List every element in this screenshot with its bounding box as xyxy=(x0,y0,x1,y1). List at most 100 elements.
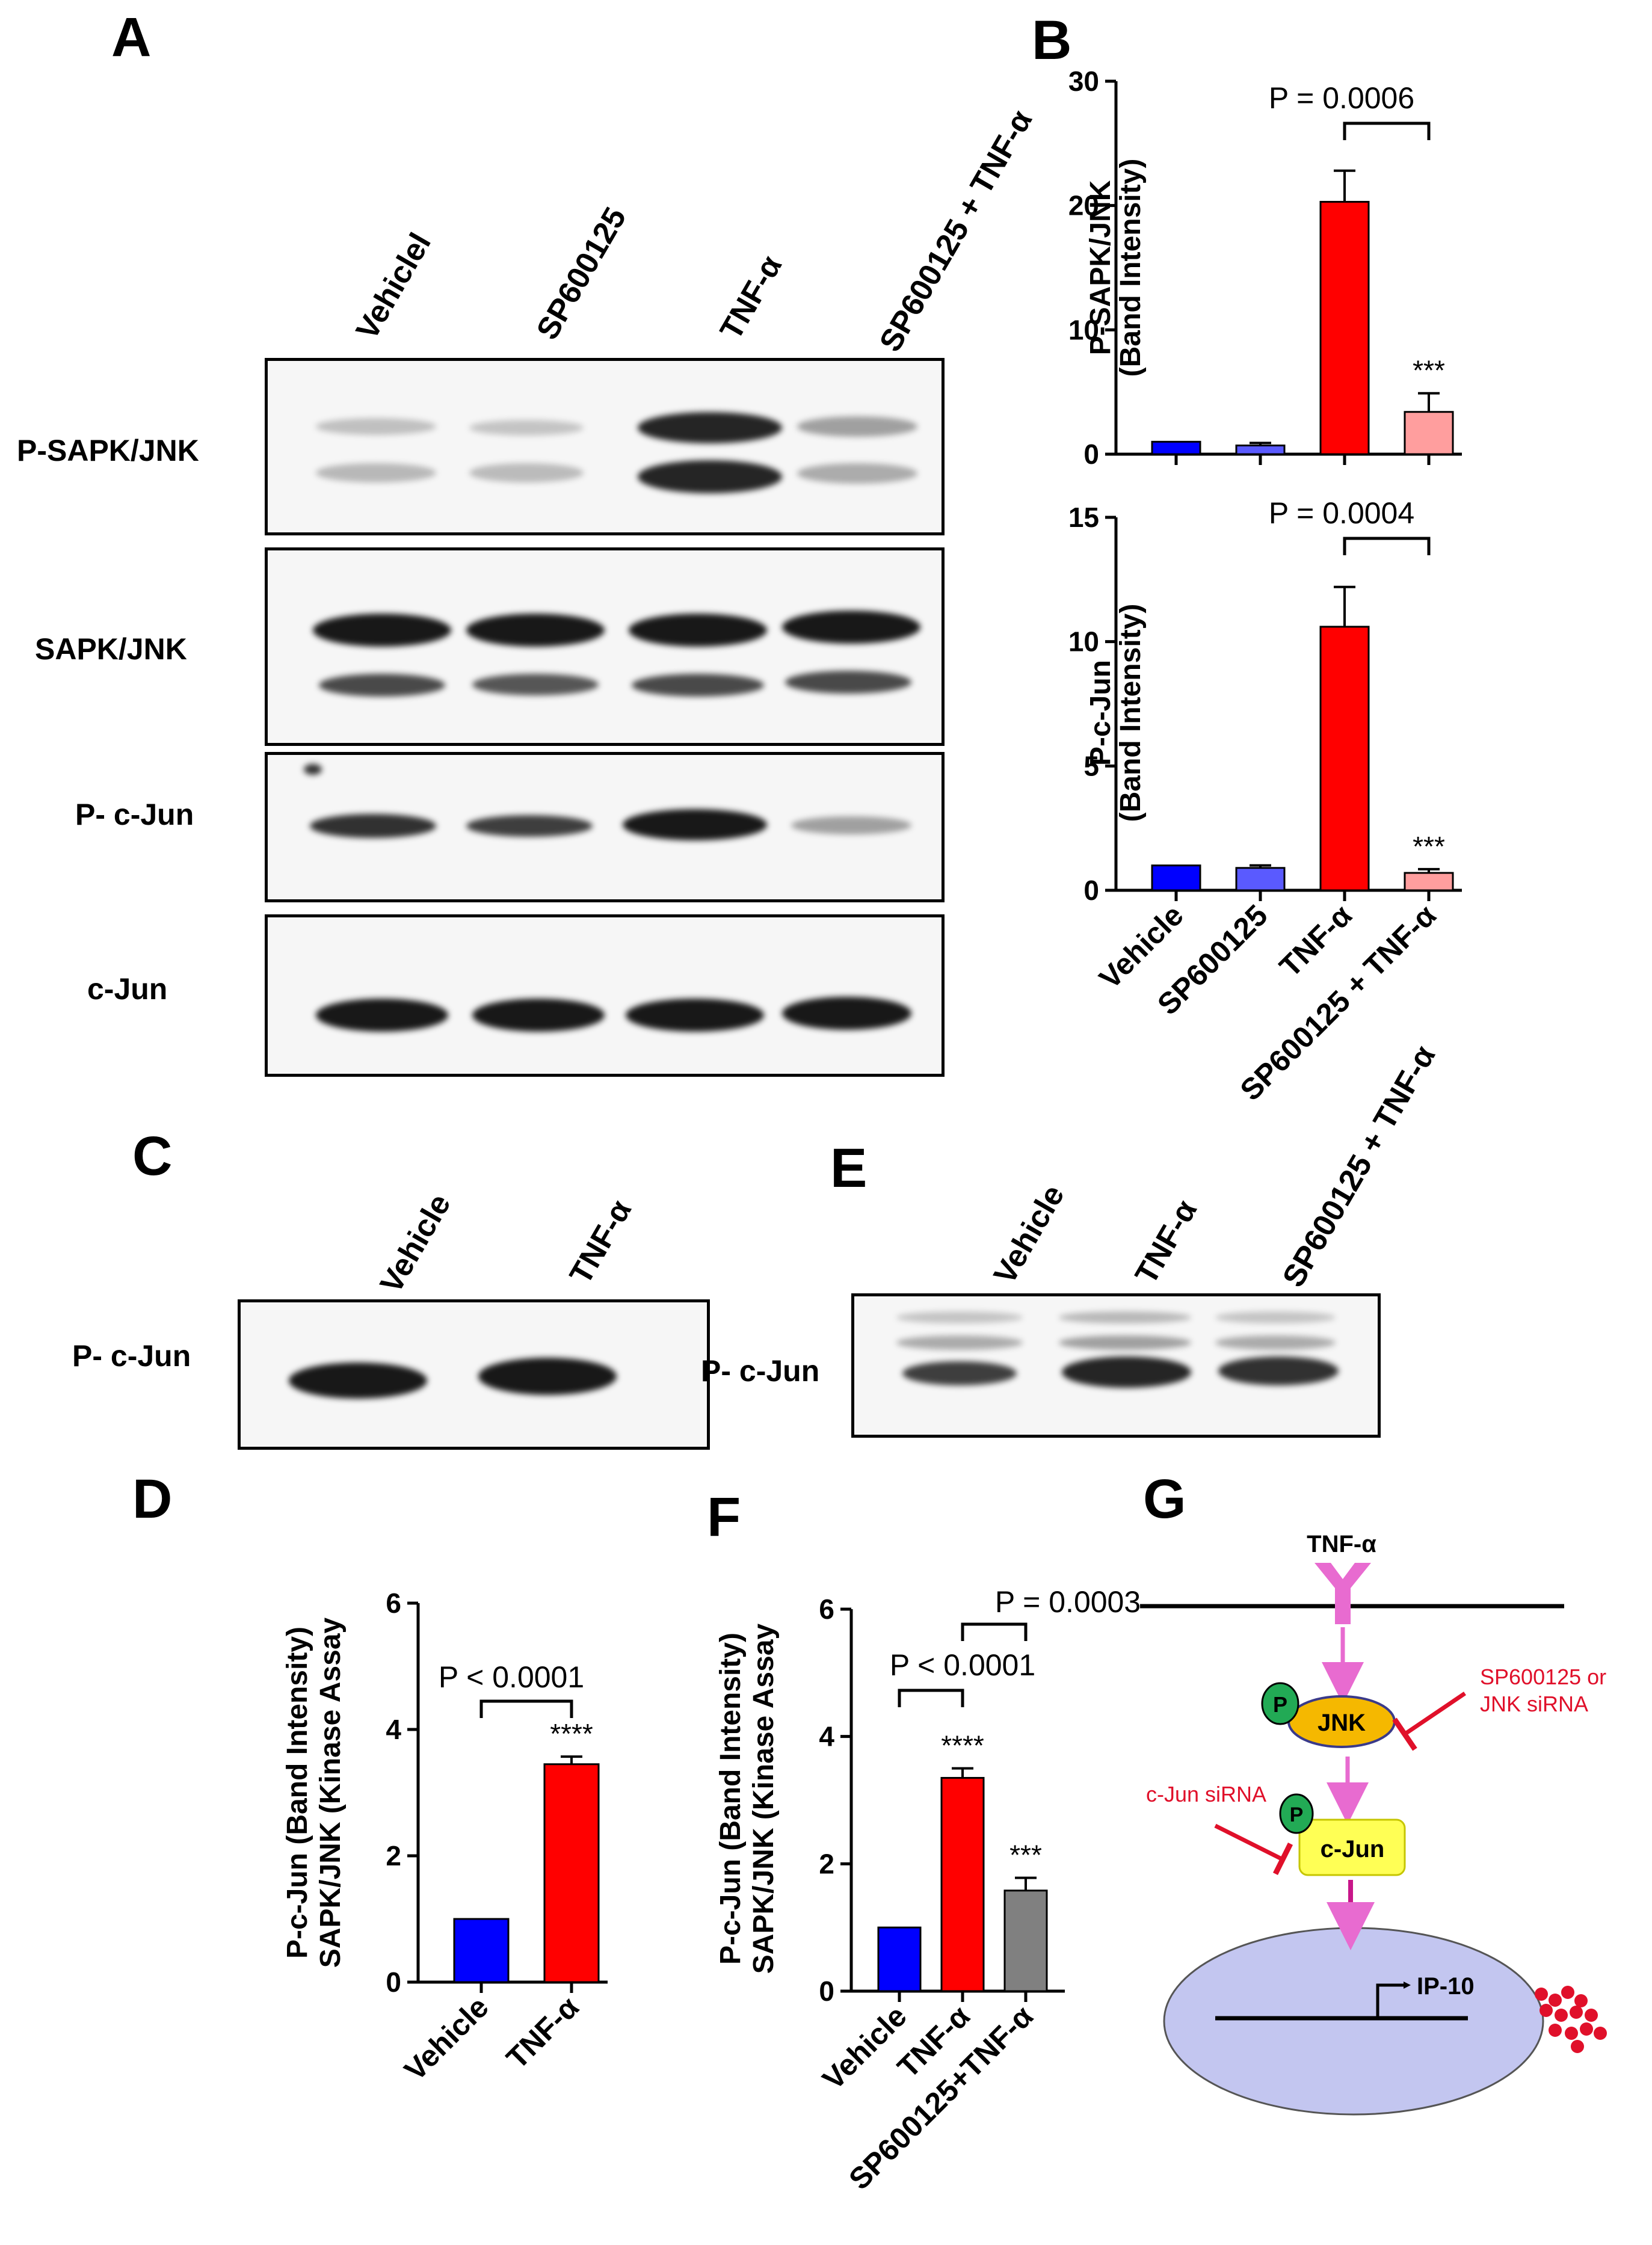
y-axis-label: P-c-Jun (Band Intensity) xyxy=(715,1633,747,1965)
inhibitor-bar-cjun xyxy=(1272,1842,1293,1876)
significance-bracket xyxy=(1343,537,1431,555)
y-tick-label: 2 xyxy=(819,1848,834,1879)
band xyxy=(638,460,782,493)
panel-letter-e: E xyxy=(830,1138,868,1199)
gene-label: IP-10 xyxy=(1417,1973,1475,2000)
y-axis-label: (Band Intensity) xyxy=(1115,604,1147,822)
band xyxy=(623,809,767,840)
secreted-dot xyxy=(1574,1994,1588,2007)
phospho-icon xyxy=(1261,1682,1299,1725)
band xyxy=(316,418,436,435)
band xyxy=(626,999,764,1032)
band xyxy=(472,999,605,1032)
blot-label: c-Jun xyxy=(87,972,168,1006)
phospho-icon xyxy=(1279,1793,1314,1834)
secreted-dot xyxy=(1585,2009,1598,2022)
blot-p-sapk-jnk xyxy=(265,358,945,535)
jnk-label: JNK xyxy=(1318,1710,1366,1736)
p-value-label: P = 0.0003 xyxy=(995,1585,1141,1619)
y-tick-label: 5 xyxy=(1083,750,1099,781)
band xyxy=(896,1335,1023,1350)
significance-stars: **** xyxy=(941,1730,984,1761)
transcription-start-arrow xyxy=(1376,1982,1411,2016)
band xyxy=(466,614,605,647)
inhibitor-label-jnk: SP600125 or xyxy=(1480,1665,1606,1689)
significance-bracket xyxy=(1343,122,1431,140)
band xyxy=(797,416,917,437)
significance-stars: *** xyxy=(1413,831,1445,862)
y-tick-label: 15 xyxy=(1068,502,1099,533)
y-tick-label: 6 xyxy=(819,1594,834,1625)
receptor-icon xyxy=(1315,1563,1371,1600)
secreted-dot xyxy=(1549,2024,1562,2037)
bar xyxy=(877,1926,922,1992)
bar xyxy=(1319,200,1370,455)
inhibitor-label-jnk-line2: JNK siRNA xyxy=(1480,1692,1588,1716)
secreted-dot xyxy=(1570,2006,1583,2019)
blot-sapk-jnk xyxy=(265,547,945,746)
band xyxy=(478,1358,617,1395)
significance-stars: *** xyxy=(1009,1840,1042,1871)
significance-bracket xyxy=(961,1622,1028,1641)
cjun-label: c-Jun xyxy=(1321,1836,1385,1862)
y-axis-label: SAPK/JNK (Kinase Assay xyxy=(748,1623,780,1974)
y-tick-label: 30 xyxy=(1068,66,1099,97)
y-tick-label: 6 xyxy=(386,1588,401,1619)
y-axis-label: P-c-Jun xyxy=(1085,660,1117,766)
y-tick-label: 10 xyxy=(1068,314,1099,345)
blot-label: P- c-Jun xyxy=(75,798,194,831)
secreted-dot xyxy=(1594,2027,1607,2040)
band xyxy=(1218,1357,1339,1385)
p-value-label: P = 0.0004 xyxy=(1269,496,1414,530)
band xyxy=(304,764,322,775)
band xyxy=(785,671,911,694)
band xyxy=(469,420,584,436)
y-tick-label: 0 xyxy=(819,1976,834,2007)
secreted-dot xyxy=(1580,2022,1593,2036)
blot-label: P- c-Jun xyxy=(701,1354,820,1388)
band xyxy=(1062,1357,1191,1388)
p-value-label: P < 0.0001 xyxy=(439,1660,584,1694)
significance-bracket xyxy=(479,1699,573,1718)
inhibitor-line-jnk xyxy=(1404,1692,1466,1735)
band xyxy=(472,674,599,695)
band xyxy=(313,614,451,647)
band xyxy=(319,674,445,697)
tnf-alpha-label: TNF-α xyxy=(1307,1531,1376,1557)
bar xyxy=(453,1918,510,1983)
band xyxy=(1059,1335,1191,1350)
bar xyxy=(1151,864,1201,892)
y-tick-label: 10 xyxy=(1068,626,1099,657)
y-tick-label: 0 xyxy=(1083,439,1099,470)
significance-stars: *** xyxy=(1413,355,1445,386)
y-tick-label: 2 xyxy=(386,1840,401,1871)
y-axis-label: (Band Intensity) xyxy=(1115,159,1147,377)
panel-letter-d: D xyxy=(132,1468,173,1530)
secreted-dot xyxy=(1565,2027,1578,2040)
band xyxy=(1215,1335,1336,1350)
panel-letter-c: C xyxy=(132,1126,173,1187)
secreted-dot xyxy=(1555,2009,1568,2022)
blot-label: SAPK/JNK xyxy=(35,632,187,666)
blot-panel-c xyxy=(238,1299,710,1450)
band xyxy=(289,1363,427,1399)
inhibitor-line-cjun xyxy=(1214,1823,1283,1861)
secreted-dot xyxy=(1535,1988,1548,2001)
cjun-node xyxy=(1298,1818,1406,1876)
panel-letter-g: G xyxy=(1143,1468,1186,1530)
band xyxy=(469,463,584,482)
y-tick-label: 4 xyxy=(819,1721,834,1752)
significance-stars: **** xyxy=(550,1718,593,1749)
band xyxy=(310,814,436,838)
y-axis-label: P-SAPK/JNK xyxy=(1085,180,1117,355)
secreted-dot xyxy=(1561,1986,1574,1999)
blot-panel-e xyxy=(851,1293,1381,1438)
receptor-transmembrane xyxy=(1335,1597,1351,1624)
y-axis-label: SAPK/JNK (Kinase Assay xyxy=(315,1617,347,1968)
band xyxy=(782,997,911,1030)
band xyxy=(316,463,436,482)
blot-label: P- c-Jun xyxy=(72,1339,191,1373)
band xyxy=(791,816,911,834)
band xyxy=(466,815,593,837)
